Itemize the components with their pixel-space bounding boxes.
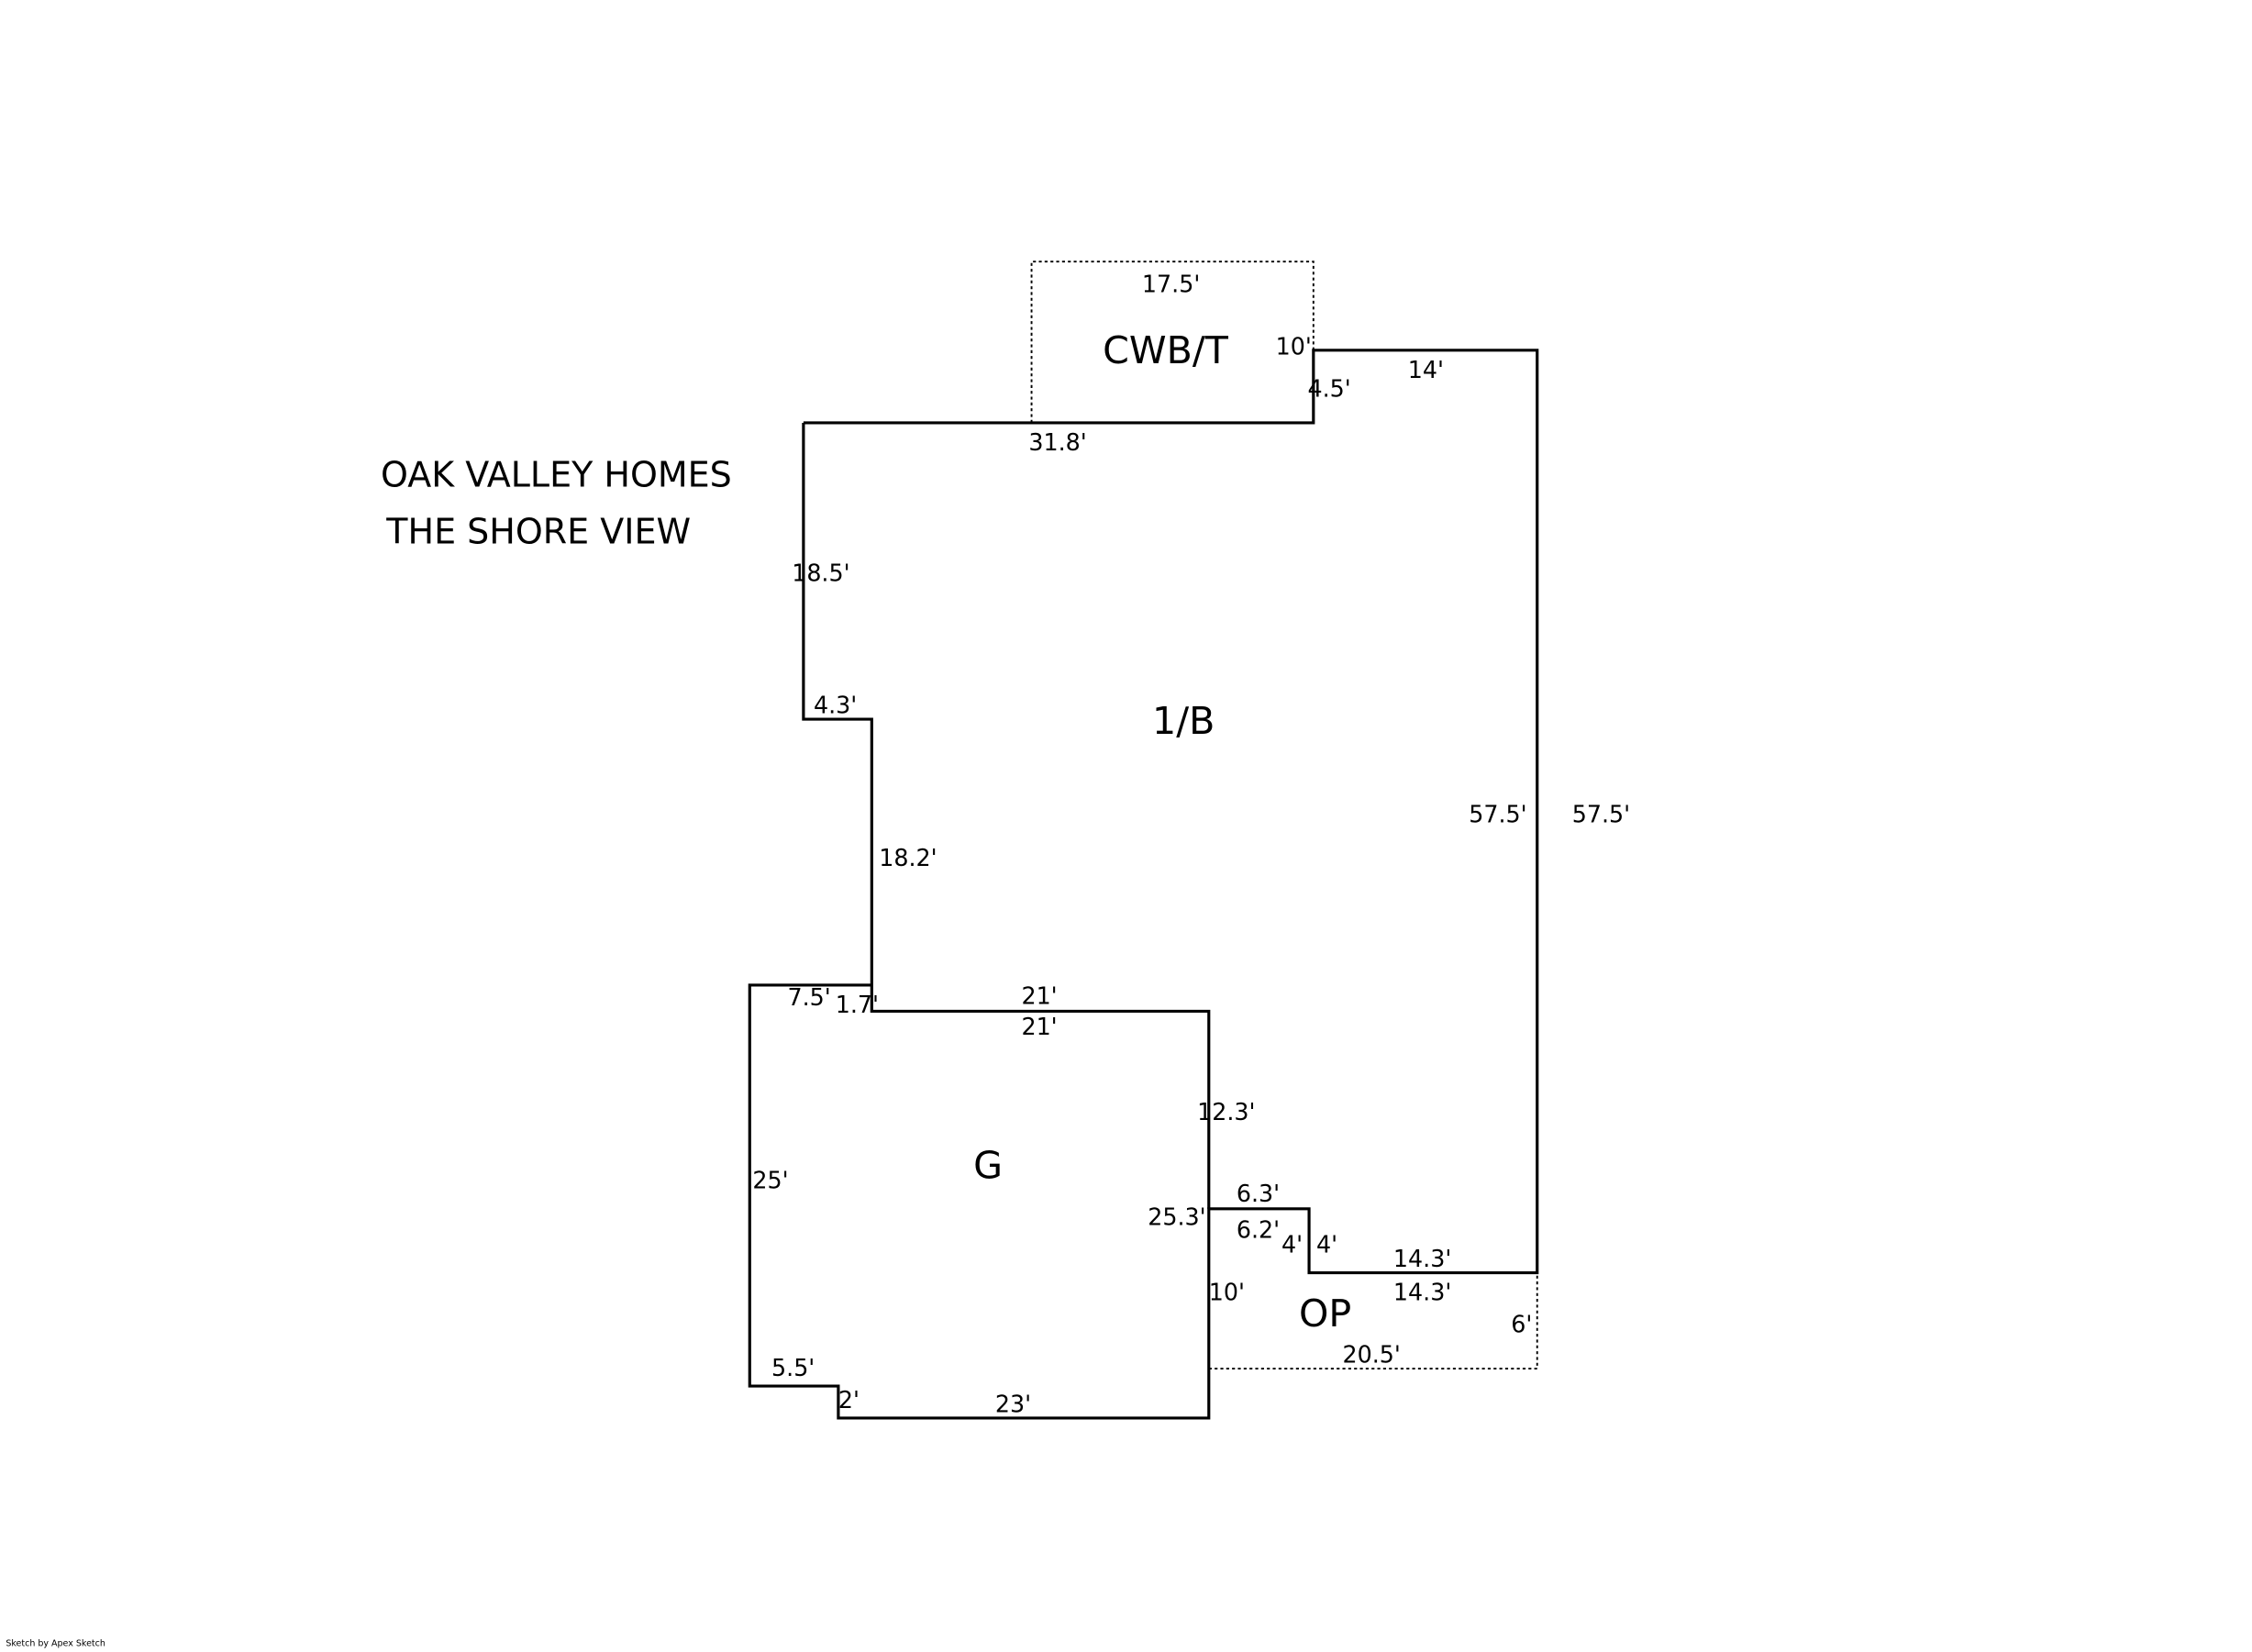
dim-label: 5.5' <box>771 1354 815 1381</box>
dim-label: 18.2' <box>879 844 937 871</box>
footer-credit: Sketch by Apex Sketch <box>6 1639 105 1649</box>
dim-label: 4.3' <box>814 692 857 719</box>
dim-label: 1.7' <box>836 991 879 1018</box>
dim-label: 21' <box>1021 982 1057 1010</box>
cwbt-dotted-outline <box>1030 261 1315 423</box>
dim-label: 6' <box>1511 1310 1532 1337</box>
op-dotted-outline <box>1208 1272 1538 1370</box>
dim-label: 14.3' <box>1393 1279 1451 1306</box>
room-label-cwbt: CWB/T <box>1103 328 1229 372</box>
dim-label: 10' <box>1276 333 1312 360</box>
title-line-2: THE SHORE VIEW <box>385 511 691 551</box>
room-label-main: 1/B <box>1152 699 1215 743</box>
title-line-1: OAK VALLEY HOMES <box>381 455 732 495</box>
dim-label: 10' <box>1209 1279 1245 1306</box>
dim-label: 18.5' <box>792 560 849 587</box>
dim-label: 23' <box>995 1391 1031 1418</box>
dim-label: 12.3' <box>1197 1098 1255 1125</box>
dim-label: 31.8' <box>1028 428 1086 456</box>
main-outline <box>748 349 1539 1420</box>
dim-label: 57.5' <box>1469 801 1526 828</box>
dim-label: 2' <box>838 1386 860 1414</box>
dim-label: 25.3' <box>1148 1203 1205 1230</box>
dim-label: 4.5' <box>1307 374 1350 402</box>
dim-label: 14.3' <box>1393 1245 1451 1272</box>
dim-label: 4' <box>1281 1230 1303 1258</box>
dim-label: 14' <box>1408 356 1444 383</box>
dim-label: 6.3' <box>1237 1180 1280 1207</box>
dim-label: 25' <box>752 1167 788 1194</box>
dim-label: 20.5' <box>1342 1341 1400 1369</box>
dim-label: 7.5' <box>787 983 830 1011</box>
main-1b-wall <box>802 422 1211 1209</box>
dim-label: 21' <box>1021 1013 1057 1040</box>
dim-label: 4' <box>1316 1230 1337 1258</box>
dim-label: 17.5' <box>1142 270 1200 297</box>
room-label-garage: G <box>973 1144 1003 1188</box>
room-label-porch: OP <box>1299 1292 1351 1336</box>
dim-label: 57.5' <box>1572 801 1630 828</box>
dim-label: 6.2' <box>1237 1216 1280 1244</box>
